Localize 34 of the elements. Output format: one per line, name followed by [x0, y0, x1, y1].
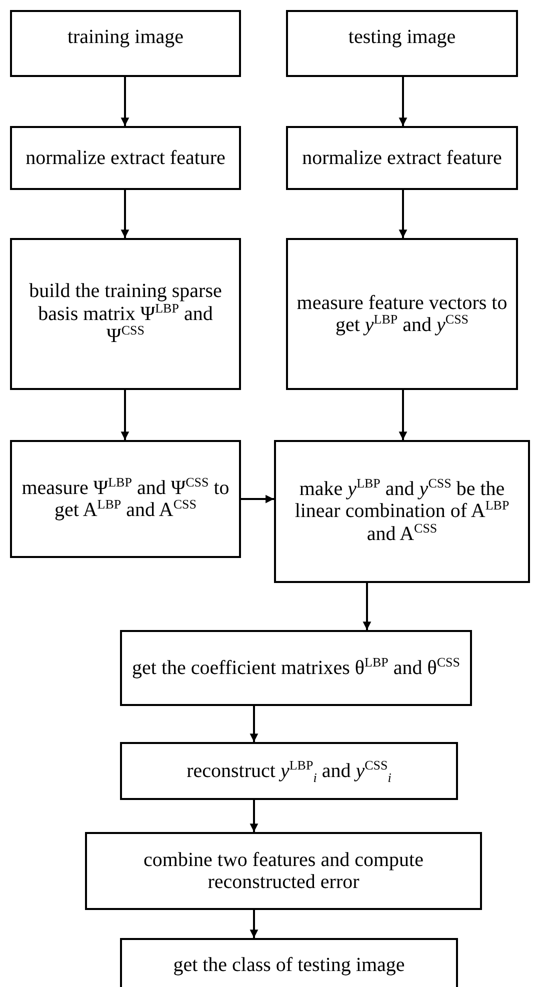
arrow [250, 910, 258, 938]
step-text: combine two features and compute reconstructed error [142, 848, 424, 894]
process-box [120, 630, 472, 706]
process-box [286, 10, 518, 77]
process-box [10, 440, 241, 558]
arrow [120, 390, 130, 440]
arrow [250, 706, 258, 742]
process-box [10, 10, 241, 77]
process-box [10, 126, 241, 190]
step-text: normalize extract feature [26, 146, 226, 170]
process-box [120, 938, 458, 987]
arrow [362, 583, 372, 630]
process-box [274, 440, 530, 583]
arrow [120, 190, 130, 238]
arrow [241, 494, 274, 504]
arrow [398, 77, 408, 126]
step-text: make y$^{LBP}$ and y$^{CSS}$ be the linear combination of A$^{LBP}$ and A$^{CSS}$ [294, 478, 510, 546]
step-text: get the coefficient matrixes θ$^{LBP}$ and θ$^{CSS}$ [132, 656, 460, 680]
process-box [286, 126, 518, 190]
step-text: measure feature vectors to get y$^{LBP}$ and y$^{CSS}$ [296, 292, 508, 336]
step-text: build the training sparse basis matrix Ψ$^{LBP}$ and Ψ$^{CSS}$ [28, 280, 223, 348]
arrow [398, 190, 408, 238]
step-text: training image [67, 26, 184, 48]
arrow [120, 77, 130, 126]
arrow [250, 800, 258, 832]
process-box [286, 238, 518, 390]
step-text: get the class of testing image [173, 954, 405, 976]
step-text: measure Ψ$^{LBP}$ and Ψ$^{CSS}$ to get A$^{LBP}$ and A$^{CSS}$ [20, 476, 230, 522]
step-text: normalize extract feature [302, 146, 502, 170]
arrow [398, 390, 408, 440]
process-box [120, 742, 458, 800]
process-box [10, 238, 241, 390]
step-text: testing image [348, 26, 456, 48]
process-box [85, 832, 482, 910]
